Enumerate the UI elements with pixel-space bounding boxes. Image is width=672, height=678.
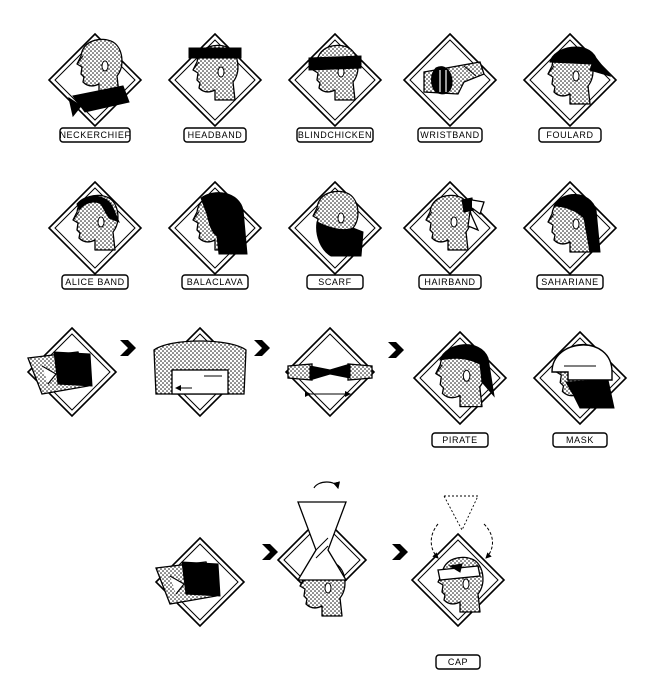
label-headband: HEADBAND: [188, 130, 243, 140]
label-blindchicken: BLINDCHICKEN: [298, 130, 372, 140]
label-aliceband: ALICE BAND: [65, 277, 125, 287]
panel-hairband: HAIRBAND: [402, 180, 498, 290]
step-roll-twist: [284, 326, 376, 418]
label-tag: FOULARD: [538, 127, 602, 143]
figure-fold-hands: [155, 561, 221, 605]
label-tag: PIRATE: [431, 432, 489, 448]
label-tag: HAIRBAND: [418, 274, 482, 290]
figure-headband: [188, 44, 242, 101]
panel-aliceband: ALICE BAND: [47, 180, 143, 290]
figure-sahariane: [547, 194, 601, 253]
label-tag: BLINDCHICKEN: [296, 127, 374, 143]
panel-pirate: PIRATE: [412, 330, 508, 448]
figure-fold-hands: [27, 351, 93, 395]
step-lay-flat: [153, 326, 247, 418]
panel-cap: CAP: [410, 495, 506, 670]
figure-pirate: [435, 344, 495, 408]
label-tag: SCARF: [306, 274, 364, 290]
label-scarf: SCARF: [318, 277, 352, 287]
panel-foulard: FOULARD: [522, 32, 618, 143]
label-tag: HEADBAND: [183, 127, 247, 143]
figure-mask: [551, 343, 615, 409]
label-tag: CAP: [435, 654, 481, 670]
step-fold-hands: [26, 326, 118, 418]
label-tag: ALICE BAND: [61, 274, 129, 290]
figure-twist-tube: [296, 481, 348, 617]
label-wristband: WRISTBAND: [420, 130, 479, 140]
label-tag: SAHARIANE: [536, 274, 604, 290]
figure-roll-twist: [287, 363, 373, 397]
panel-sahariane: SAHARIANE: [522, 180, 618, 290]
label-tag: WRISTBAND: [417, 127, 483, 143]
label-hairband: HAIRBAND: [424, 277, 475, 287]
panel-balaclava: BALACLAVA: [167, 180, 263, 290]
panel-scarf: SCARF: [287, 180, 383, 290]
step-arrow: [254, 340, 270, 356]
figure-blindchicken: [308, 44, 362, 101]
label-foulard: FOULARD: [546, 130, 593, 140]
panel-mask: MASK: [532, 330, 628, 448]
figure-hairband: [425, 194, 485, 251]
step-arrow: [388, 342, 404, 358]
figure-neckerchief: [68, 38, 130, 118]
step-arrow: [262, 544, 278, 560]
figure-wristband: [423, 61, 485, 95]
figure-foulard: [547, 46, 612, 105]
label-tag: BALACLAVA: [181, 274, 249, 290]
label-balaclava: BALACLAVA: [187, 277, 244, 287]
figure-cap: [430, 495, 493, 613]
figure-lay-flat: [153, 340, 247, 395]
label-cap: CAP: [448, 657, 468, 667]
step-arrow: [120, 340, 136, 356]
label-pirate: PIRATE: [442, 435, 477, 445]
panel-neckerchief: NECKERCHIEF: [47, 32, 143, 143]
panel-wristband: WRISTBAND: [402, 32, 498, 143]
step-twist-tube: [276, 481, 368, 617]
figure-scarf: [312, 190, 364, 257]
panel-headband: HEADBAND: [167, 32, 263, 143]
step-fold-hands-2: [154, 536, 246, 628]
figure-aliceband: [72, 194, 120, 251]
figure-balaclava: [192, 192, 248, 255]
label-tag: NECKERCHIEF: [59, 127, 131, 143]
label-neckerchief: NECKERCHIEF: [59, 130, 130, 140]
step-arrow: [392, 544, 408, 560]
label-sahariane: SAHARIANE: [541, 277, 598, 287]
label-mask: MASK: [566, 435, 594, 445]
label-tag: MASK: [552, 432, 608, 448]
panel-blindchicken: BLINDCHICKEN: [287, 32, 383, 143]
